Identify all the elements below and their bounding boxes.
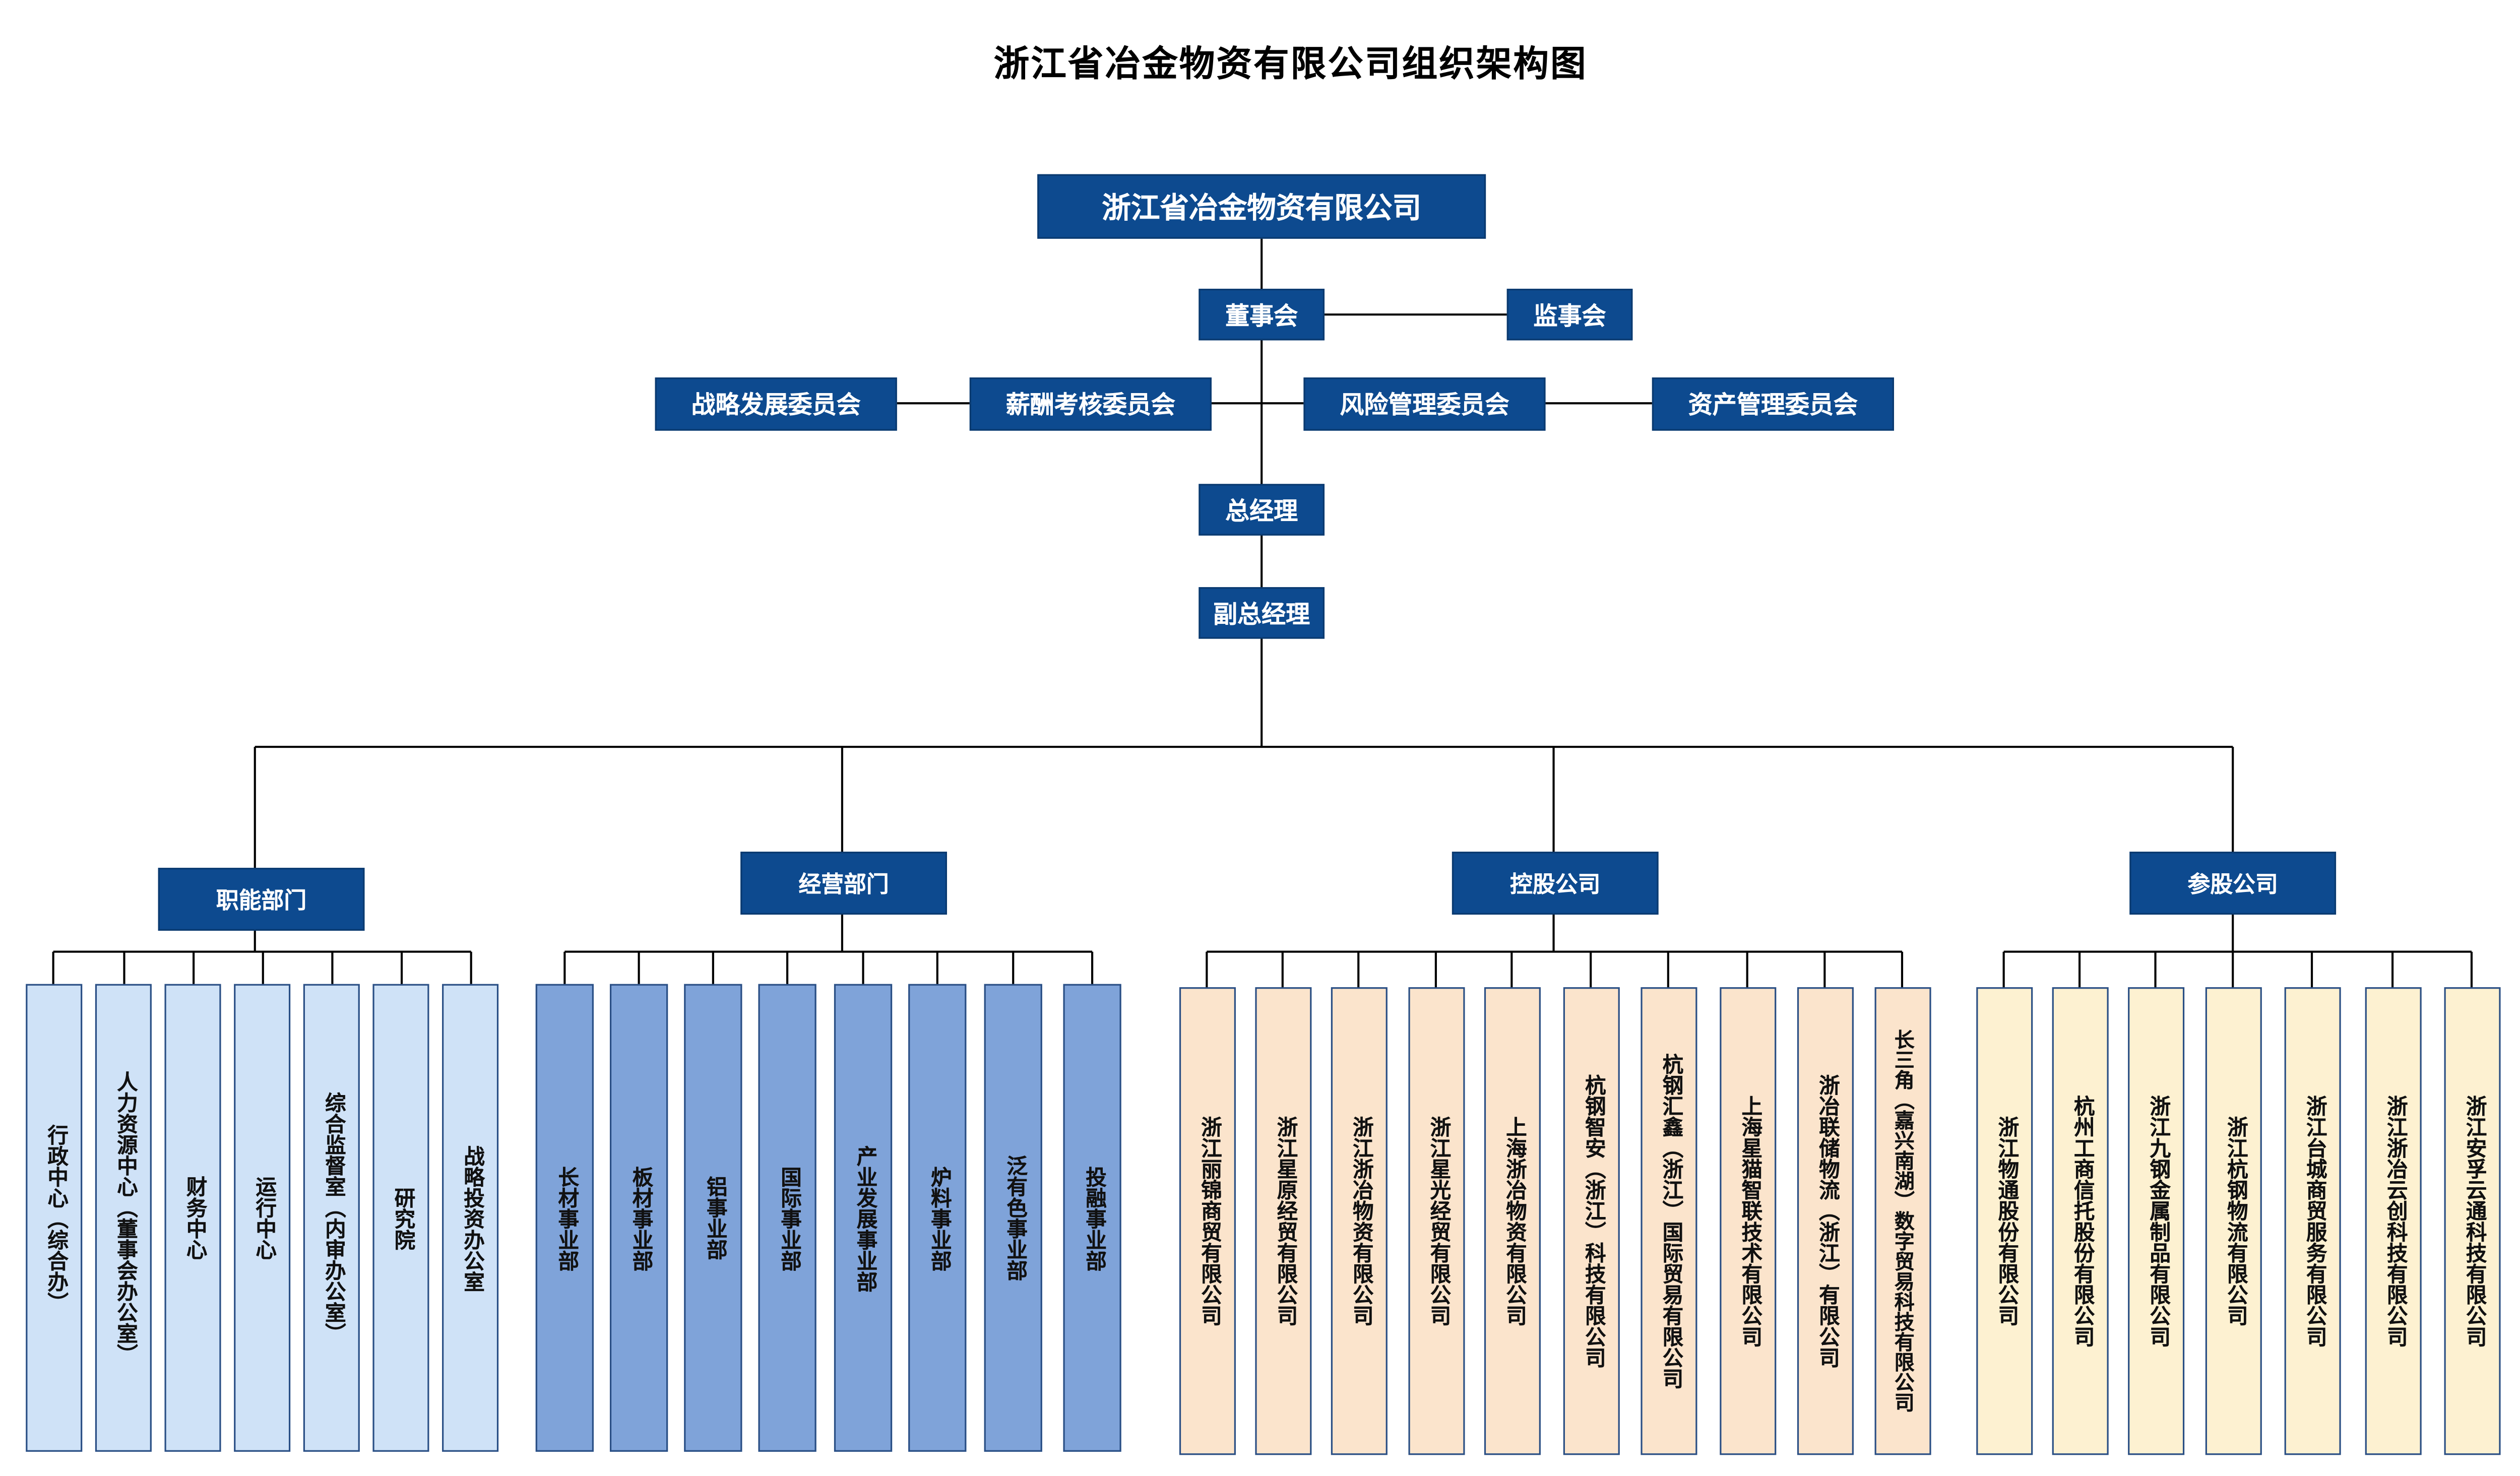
holding-company-box: 浙冶联储物流（浙江）有限公司 — [1797, 987, 1854, 1455]
business-dept-box: 铝事业部 — [684, 984, 742, 1452]
business-dept-box: 国际事业部 — [758, 984, 816, 1452]
participating-company-box: 浙江台城商贸服务有限公司 — [2284, 987, 2341, 1455]
business-dept-box: 产业发展事业部 — [834, 984, 893, 1452]
holding-company-label: 上海浙冶物资有限公司 — [1501, 1116, 1526, 1326]
holding-company-box: 上海浙冶物资有限公司 — [1484, 987, 1541, 1455]
functional-dept-label: 人力资源中心（董事会办公室） — [112, 1071, 137, 1365]
functional-dept-box: 人力资源中心（董事会办公室） — [95, 984, 152, 1452]
group-business-box: 经营部门 — [740, 852, 947, 915]
participating-company-box: 浙江九钢金属制品有限公司 — [2128, 987, 2185, 1455]
functional-dept-label: 财务中心 — [181, 1176, 206, 1260]
holding-company-box: 浙江丽锦商贸有限公司 — [1179, 987, 1236, 1455]
business-dept-label: 国际事业部 — [776, 1165, 800, 1270]
participating-company-label: 浙江浙冶云创科技有限公司 — [2382, 1095, 2407, 1347]
supervisory-box: 监事会 — [1506, 288, 1633, 341]
committee-compensation-box: 薪酬考核委员会 — [969, 377, 1212, 431]
functional-dept-label: 战略投资办公室 — [459, 1144, 483, 1292]
business-dept-box: 炉料事业部 — [908, 984, 967, 1452]
group-functional-box: 职能部门 — [158, 868, 365, 931]
committee-strategy-box: 战略发展委员会 — [655, 377, 897, 431]
participating-company-label: 浙江安孚云通科技有限公司 — [2461, 1095, 2486, 1347]
functional-dept-box: 行政中心（综合办） — [26, 984, 83, 1452]
company-box: 浙江省冶金物资有限公司 — [1037, 174, 1486, 239]
participating-company-label: 杭州工商信托股份有限公司 — [2069, 1095, 2094, 1347]
business-dept-box: 泛有色事业部 — [984, 984, 1042, 1452]
holding-company-label: 杭钢汇鑫（浙江）国际贸易有限公司 — [1658, 1053, 1682, 1389]
holding-company-box: 杭钢汇鑫（浙江）国际贸易有限公司 — [1641, 987, 1697, 1455]
participating-company-label: 浙江台城商贸服务有限公司 — [2301, 1095, 2326, 1347]
committee-risk-box: 风险管理委员会 — [1303, 377, 1546, 431]
holding-company-label: 浙江星原经贸有限公司 — [1272, 1116, 1297, 1326]
participating-company-box: 浙江物通股份有限公司 — [1976, 987, 2033, 1455]
holding-company-box: 浙江星光经贸有限公司 — [1408, 987, 1465, 1455]
holding-company-box: 浙江星原经贸有限公司 — [1255, 987, 1312, 1455]
business-dept-label: 泛有色事业部 — [1001, 1154, 1026, 1281]
participating-company-box: 浙江浙冶云创科技有限公司 — [2365, 987, 2422, 1455]
business-dept-label: 板材事业部 — [627, 1165, 652, 1270]
participating-company-label: 浙江杭钢物流有限公司 — [2222, 1116, 2247, 1326]
business-dept-box: 板材事业部 — [609, 984, 668, 1452]
business-dept-label: 投融事业部 — [1081, 1165, 1105, 1270]
business-dept-label: 铝事业部 — [702, 1176, 726, 1260]
group-participating-box: 参股公司 — [2129, 852, 2337, 915]
board-box: 董事会 — [1199, 288, 1325, 341]
holding-company-label: 浙江浙冶物资有限公司 — [1348, 1116, 1372, 1326]
business-dept-label: 炉料事业部 — [926, 1165, 951, 1270]
general-manager-box: 总经理 — [1199, 484, 1325, 536]
functional-dept-box: 研究院 — [372, 984, 429, 1452]
holding-company-label: 上海星猫智联技术有限公司 — [1736, 1095, 1761, 1347]
holding-company-box: 长三角（嘉兴南湖）数字贸易科技有限公司 — [1874, 987, 1931, 1455]
holding-company-label: 浙江丽锦商贸有限公司 — [1196, 1116, 1221, 1326]
business-dept-label: 产业发展事业部 — [852, 1144, 876, 1292]
participating-company-box: 杭州工商信托股份有限公司 — [2052, 987, 2109, 1455]
business-dept-label: 长材事业部 — [553, 1165, 578, 1270]
holding-company-box: 杭钢智安（浙江）科技有限公司 — [1563, 987, 1620, 1455]
functional-dept-label: 综合监督室（内审办公室） — [320, 1092, 345, 1344]
holding-company-box: 上海星猫智联技术有限公司 — [1720, 987, 1777, 1455]
business-dept-box: 投融事业部 — [1063, 984, 1121, 1452]
participating-company-box: 浙江安孚云通科技有限公司 — [2444, 987, 2501, 1455]
functional-dept-label: 研究院 — [390, 1186, 414, 1250]
committee-asset-box: 资产管理委员会 — [1652, 377, 1894, 431]
functional-dept-label: 行政中心（综合办） — [42, 1123, 67, 1313]
functional-dept-box: 综合监督室（内审办公室） — [303, 984, 360, 1452]
holding-company-box: 浙江浙冶物资有限公司 — [1331, 987, 1388, 1455]
holding-company-label: 浙冶联储物流（浙江）有限公司 — [1814, 1074, 1839, 1368]
functional-dept-label: 运行中心 — [250, 1176, 275, 1260]
holding-company-label: 浙江星光经贸有限公司 — [1425, 1116, 1450, 1326]
group-holding-box: 控股公司 — [1452, 852, 1659, 915]
business-dept-box: 长材事业部 — [535, 984, 594, 1452]
participating-company-label: 浙江九钢金属制品有限公司 — [2145, 1095, 2169, 1347]
functional-dept-box: 战略投资办公室 — [442, 984, 499, 1452]
deputy-general-manager-box: 副总经理 — [1199, 587, 1325, 639]
holding-company-label: 长三角（嘉兴南湖）数字贸易科技有限公司 — [1891, 1030, 1915, 1413]
participating-company-box: 浙江杭钢物流有限公司 — [2205, 987, 2262, 1455]
participating-company-label: 浙江物通股份有限公司 — [1993, 1116, 2018, 1326]
functional-dept-box: 财务中心 — [164, 984, 221, 1452]
holding-company-label: 杭钢智安（浙江）科技有限公司 — [1580, 1074, 1605, 1368]
functional-dept-box: 运行中心 — [234, 984, 291, 1452]
chart-title: 浙江省冶金物资有限公司组织架构图 — [993, 45, 1588, 86]
